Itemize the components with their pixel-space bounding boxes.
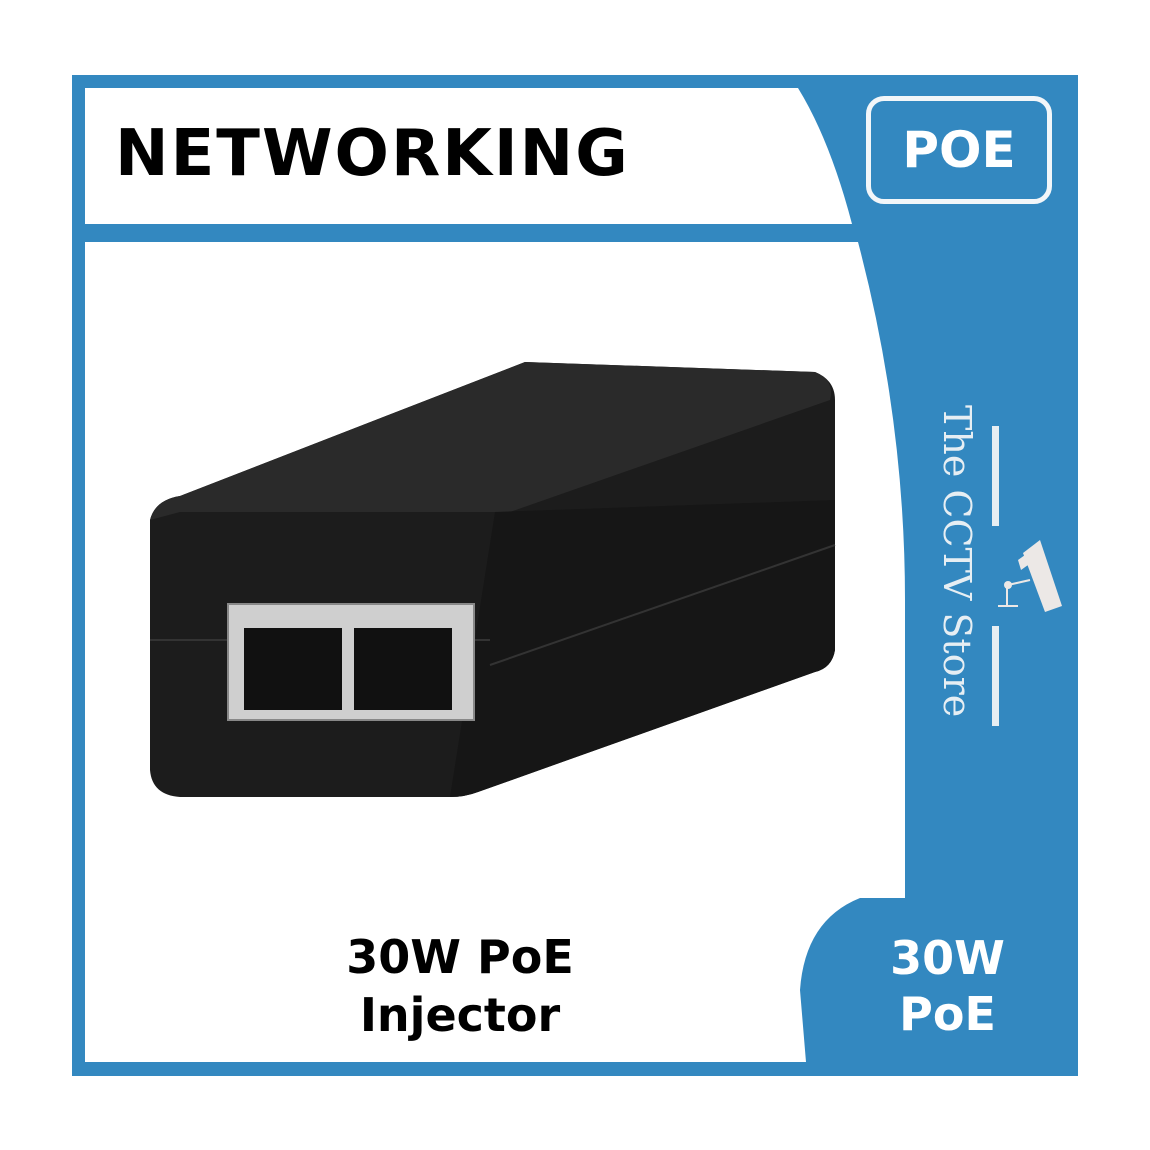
- brand-name: The CCTV Store: [935, 405, 979, 718]
- cctv-camera-icon: [998, 540, 1062, 612]
- poe-injector-image: [150, 362, 836, 797]
- wattage-badge: 30W PoE: [860, 930, 1035, 1042]
- category-title: NETWORKING: [115, 117, 630, 191]
- wattage-line-2: PoE: [899, 987, 996, 1041]
- poe-badge: POE: [866, 96, 1052, 204]
- product-caption: 30W PoE Injector: [300, 928, 620, 1044]
- wattage-line-1: 30W: [890, 931, 1005, 985]
- caption-line-2: Injector: [359, 988, 561, 1042]
- caption-line-1: 30W PoE: [346, 930, 574, 984]
